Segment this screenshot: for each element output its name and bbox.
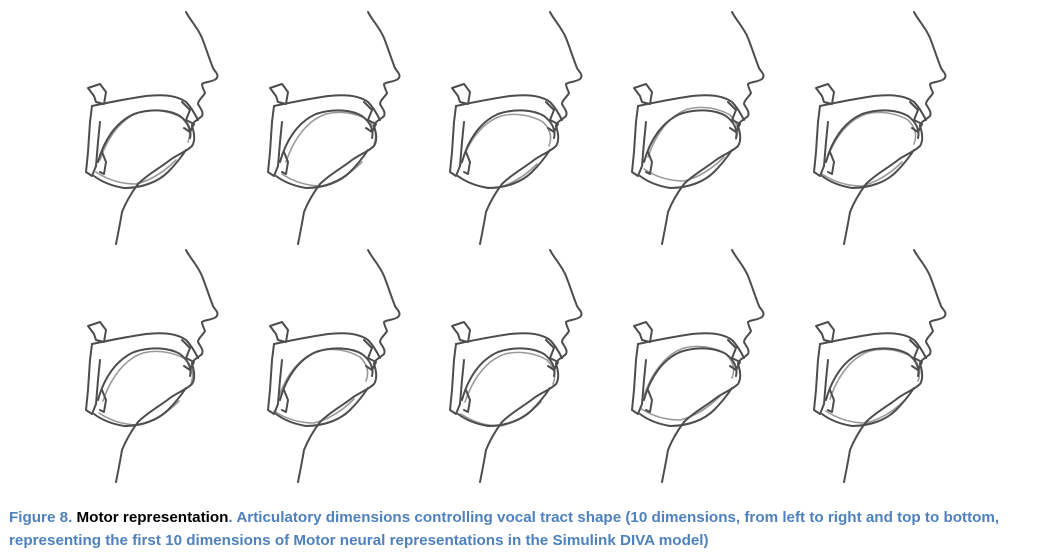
vocal-tract-panel-3 — [449, 11, 583, 245]
vocal-tract-panel-10 — [813, 249, 947, 483]
vocal-tract-outline — [449, 249, 583, 483]
articulation-variant-outline — [460, 351, 556, 427]
vocal-tract-outline — [85, 249, 219, 483]
vocal-tract-outline — [631, 11, 765, 245]
articulation-variant-outline — [643, 106, 739, 182]
vocal-tract-panel-5 — [813, 11, 947, 245]
caption-separator: . — [228, 509, 233, 526]
figure-vocal-tract-grid — [85, 11, 947, 483]
articulation-variant-outline — [95, 109, 191, 185]
vocal-tract-outline — [631, 249, 765, 483]
vocal-tract-outline — [267, 11, 401, 245]
vocal-tract-panel-1 — [85, 11, 219, 245]
articulation-variant-outline — [98, 350, 194, 426]
caption-title: Motor representation — [76, 509, 229, 526]
vocal-tract-panel-9 — [631, 249, 765, 483]
vocal-tract-outline — [813, 11, 947, 245]
vocal-tract-panel-4 — [631, 11, 765, 245]
articulation-variant-outline — [825, 348, 921, 424]
vocal-tract-panel-8 — [449, 249, 583, 483]
articulation-variant-outline — [456, 113, 552, 189]
articulation-variant-outline — [273, 348, 369, 424]
vocal-tract-panel-7 — [267, 249, 401, 483]
vocal-tract-outline — [85, 11, 219, 245]
vocal-tract-outline — [267, 249, 401, 483]
articulation-variant-outline — [281, 111, 377, 187]
articulation-variant-outline — [821, 111, 917, 187]
vocal-tract-outline — [449, 11, 583, 245]
vocal-tract-panel-6 — [85, 249, 219, 483]
vocal-tract-outline — [813, 249, 947, 483]
caption-body: Articulatory dimensions controlling voca… — [9, 509, 1000, 549]
caption-label: Figure 8. — [9, 509, 73, 526]
vocal-tract-panel-2 — [267, 11, 401, 245]
figure-caption: Figure 8. Motor representation. Articula… — [9, 506, 1041, 552]
articulation-variant-outline — [639, 345, 735, 421]
